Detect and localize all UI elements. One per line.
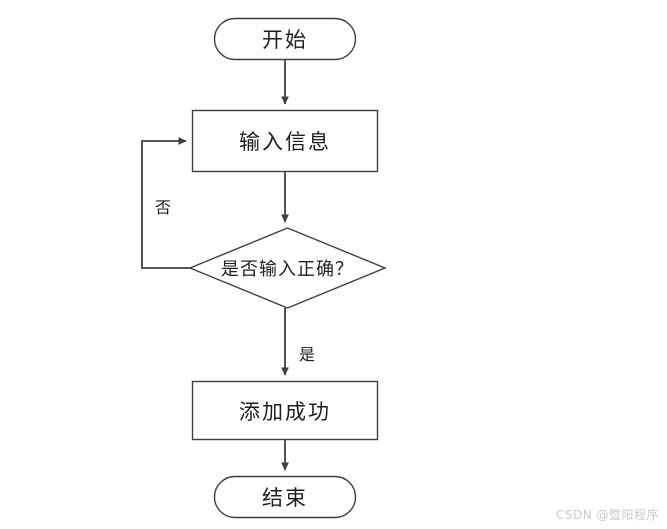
node-decision-label: 是否输入正确？: [221, 259, 354, 280]
csdn-watermark: CSDN @暨阳程序: [556, 508, 660, 522]
node-success-label: 添加成功: [239, 399, 331, 424]
node-decision-shape[interactable]: [188, 227, 387, 309]
edge-label-no: 否: [155, 198, 172, 217]
edge-label-yes: 是: [299, 345, 316, 364]
node-success-shape[interactable]: [191, 380, 379, 441]
node-input-shape[interactable]: [191, 109, 379, 173]
node-end-shape[interactable]: [213, 475, 357, 519]
edge-decision-no-to-input: [141, 137, 190, 269]
node-end-label: 结束: [262, 486, 308, 510]
node-input-label: 输入信息: [239, 130, 331, 154]
node-start-label: 开始: [262, 28, 308, 52]
